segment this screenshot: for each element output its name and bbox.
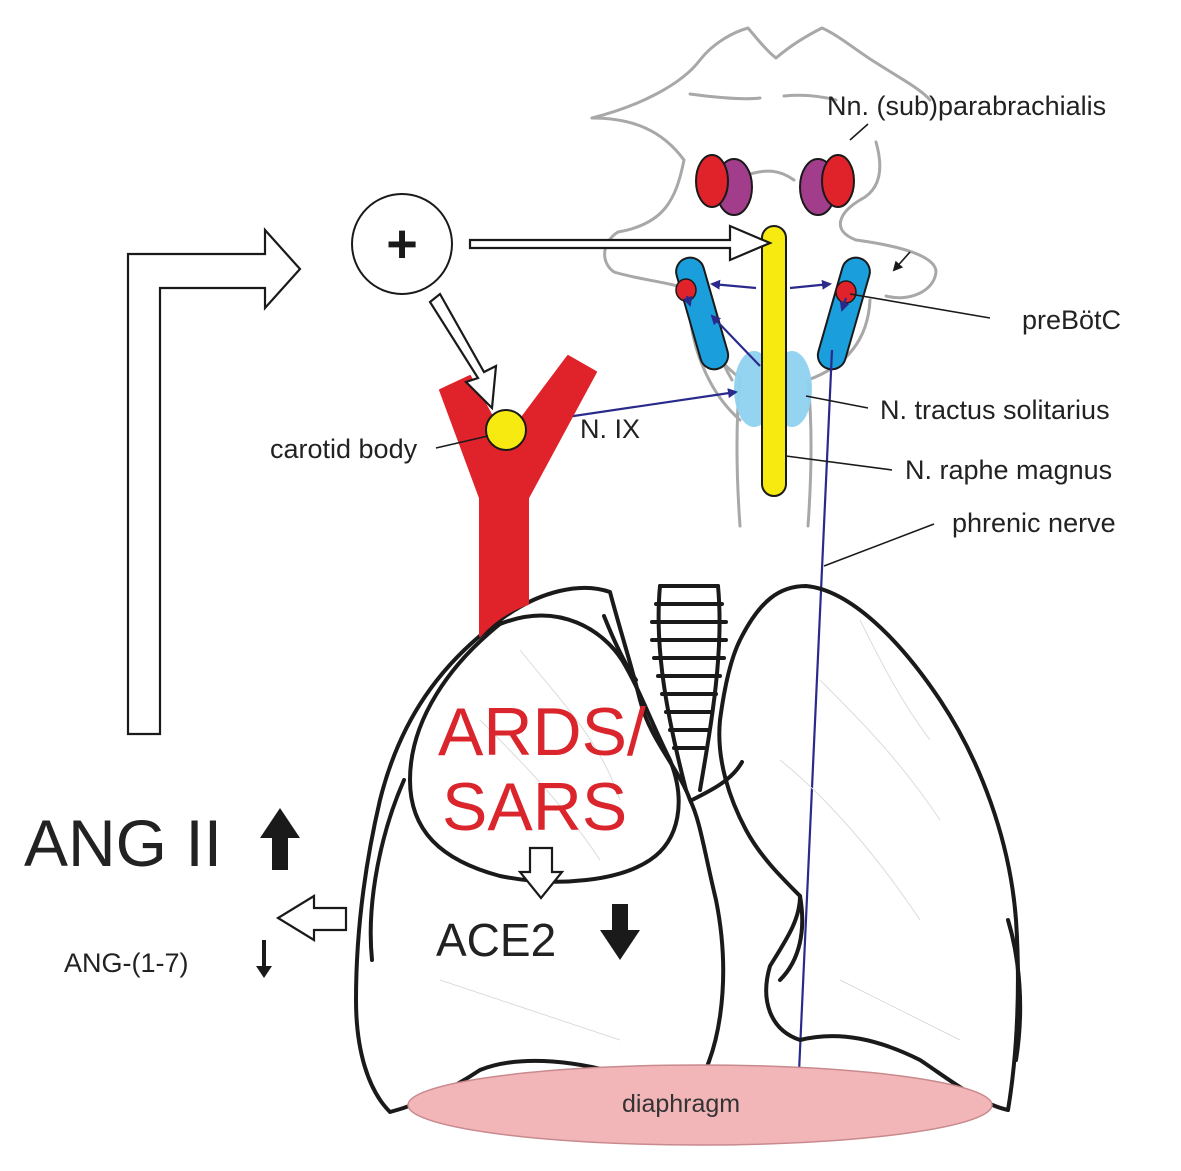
lungs — [354, 584, 1023, 1114]
arrow-down-icon — [600, 904, 640, 960]
raphe-magnus-leader — [785, 455, 893, 471]
carotid-body-label: carotid body — [270, 434, 418, 464]
prebotc-neuron-left — [675, 278, 697, 302]
ace2-label: ACE2 — [436, 914, 556, 966]
plus-sign: + — [386, 214, 418, 274]
phrenic-nerve-line — [793, 349, 834, 1096]
phrenic-nerve-label: phrenic nerve — [952, 508, 1116, 538]
carotid-body — [485, 409, 527, 451]
ards-title-line2: SARS — [442, 769, 627, 845]
arrow-up-icon — [260, 808, 300, 870]
ace2-to-ang-arrow — [275, 894, 348, 942]
n-ix-label: N. IX — [580, 414, 640, 444]
prebotc-leader — [849, 293, 991, 319]
parabrachialis-label: Nn. (sub)parabrachialis — [827, 91, 1106, 121]
carotid-artery — [439, 355, 597, 637]
respiratory-column-left — [675, 256, 730, 371]
stimulation-plus-circle — [351, 193, 453, 295]
raphe-magnus-bar — [761, 225, 787, 497]
arrow-down-thin-icon — [256, 940, 272, 978]
ards-to-ace2-arrow — [517, 846, 565, 900]
ang-ii-label: ANG II — [24, 806, 222, 880]
plus-to-brainstem-arrow — [468, 224, 773, 262]
respiratory-column-right — [816, 256, 871, 371]
parabrachial-nucleus-right — [799, 154, 855, 216]
carotid-body-leader — [435, 435, 489, 449]
plus-to-carotid-arrow — [428, 292, 498, 411]
prebotc-label: preBötC — [1022, 305, 1121, 335]
ards-title-line1: ARDS/ — [438, 694, 646, 770]
feedback-loop-arrow — [126, 227, 302, 736]
phrenic-nerve-leader — [823, 523, 935, 567]
parabrachial-nucleus-left — [695, 154, 753, 216]
small-pointer-arrow — [892, 251, 911, 272]
parabrachialis-leader — [849, 123, 869, 141]
diaphragm-shape — [407, 1064, 993, 1146]
tractus-solitarius-leader — [805, 395, 869, 409]
diaphragm-label: diaphragm — [622, 1090, 740, 1118]
ang-1-7-label: ANG-(1-7) — [64, 948, 189, 978]
tractus-solitarius-label: N. tractus solitarius — [880, 395, 1110, 425]
trachea — [650, 584, 728, 792]
raphe-magnus-label: N. raphe magnus — [905, 455, 1112, 485]
